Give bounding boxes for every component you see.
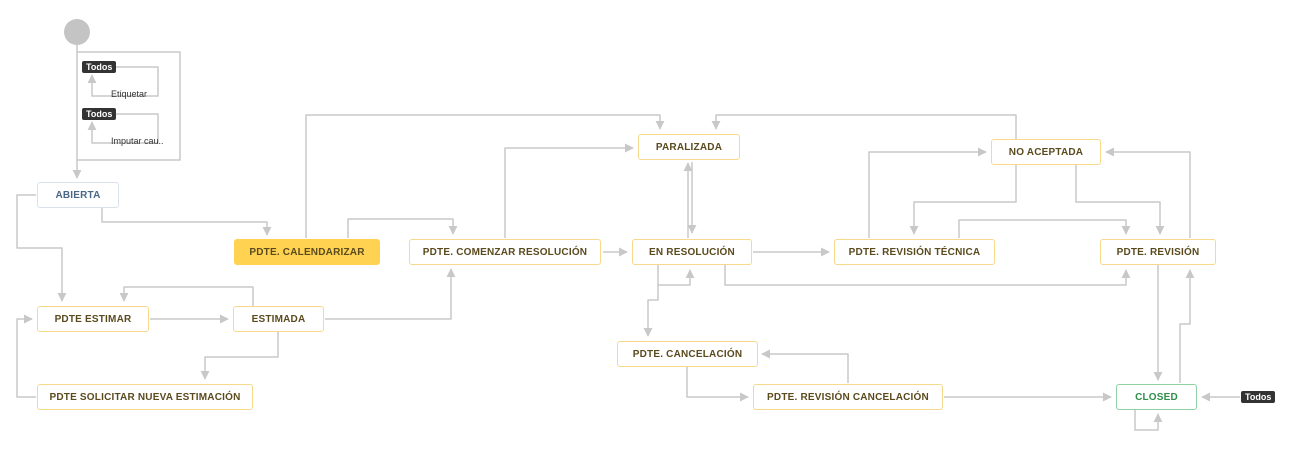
state-pdte-revision[interactable]: PDTE. REVISIÓN — [1100, 239, 1216, 265]
global-transition-etiquetar[interactable]: Etiquetar — [111, 89, 148, 99]
global-badge-todos-1[interactable]: Todos — [82, 61, 117, 73]
state-closed[interactable]: CLOSED — [1116, 384, 1197, 410]
global-transition-imputar[interactable]: Imputar cau.. — [111, 136, 164, 146]
state-abierta[interactable]: ABIERTA — [37, 182, 119, 208]
state-estimada[interactable]: ESTIMADA — [233, 306, 324, 332]
state-en-resolucion[interactable]: EN RESOLUCIÓN — [632, 239, 752, 265]
state-pdte-estimar[interactable]: PDTE ESTIMAR — [37, 306, 149, 332]
closed-badge-todos[interactable]: Todos — [1241, 391, 1276, 403]
state-pdte-calendarizar[interactable]: PDTE. CALENDARIZAR — [234, 239, 380, 265]
state-paralizada[interactable]: PARALIZADA — [638, 134, 740, 160]
state-no-aceptada[interactable]: NO ACEPTADA — [991, 139, 1101, 165]
state-pdte-solicitar-nueva-estimacion[interactable]: PDTE SOLICITAR NUEVA ESTIMACIÓN — [37, 384, 253, 410]
global-badge-todos-2[interactable]: Todos — [82, 108, 117, 120]
start-node — [64, 19, 90, 45]
state-pdte-revision-cancelacion[interactable]: PDTE. REVISIÓN CANCELACIÓN — [753, 384, 943, 410]
state-pdte-comenzar-resolucion[interactable]: PDTE. COMENZAR RESOLUCIÓN — [409, 239, 601, 265]
state-pdte-revision-tecnica[interactable]: PDTE. REVISIÓN TÉCNICA — [834, 239, 995, 265]
state-pdte-cancelacion[interactable]: PDTE. CANCELACIÓN — [617, 341, 758, 367]
